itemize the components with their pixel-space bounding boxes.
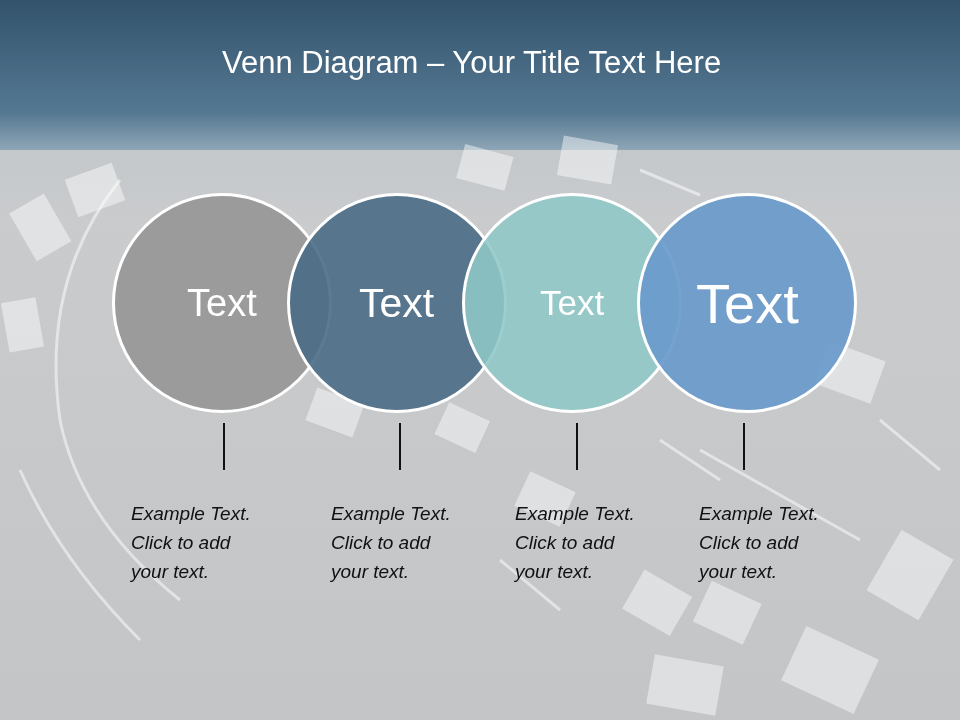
circle-label: Text [187,282,257,325]
circle-label: Text [696,271,799,336]
example-text: Example Text. Click to add your text. [131,499,269,586]
venn-circle: Text [637,193,857,413]
slide-title: Venn Diagram – Your Title Text Here [222,45,721,81]
example-text: Example Text. Click to add your text. [515,499,653,586]
circle-label: Text [359,280,434,327]
circle-label: Text [540,283,604,323]
example-text: Example Text. Click to add your text. [699,499,837,586]
example-text: Example Text. Click to add your text. [331,499,469,586]
leader-lines [224,423,744,470]
